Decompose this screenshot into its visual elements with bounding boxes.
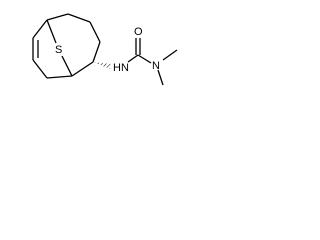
bond-n-methyl-down (157, 69, 164, 86)
bond-c9-c1 (32, 19, 48, 39)
molecule-structure: S HN O N (32, 13, 178, 86)
bond-bridge-top (46, 19, 57, 44)
oxygen-atom-label: O (134, 26, 143, 38)
bond-nh-carbonyl (127, 54, 139, 63)
bond-c7-c8 (32, 59, 48, 79)
sulfur-atom-label: S (55, 44, 62, 56)
bond-c3-c4 (89, 21, 101, 43)
bond-c6-c7 (46, 75, 73, 79)
ring-bonds (32, 13, 101, 79)
urea-bonds (127, 38, 178, 86)
bond-carbonyl-n (137, 54, 152, 64)
bond-c5-c6 (71, 61, 94, 77)
bond-n-methyl-up (162, 49, 178, 61)
bond-c4-c5 (92, 41, 101, 63)
bond-bridge-bottom (61, 55, 73, 77)
molecule-diagram: S HN O N (0, 0, 204, 110)
nitrogen-atom-label: N (152, 60, 160, 72)
bond-c1-c2 (46, 13, 69, 21)
hashed-wedge-bond (93, 62, 111, 69)
nh-atom-label: HN (113, 62, 129, 74)
bond-c2-c3 (67, 13, 91, 23)
